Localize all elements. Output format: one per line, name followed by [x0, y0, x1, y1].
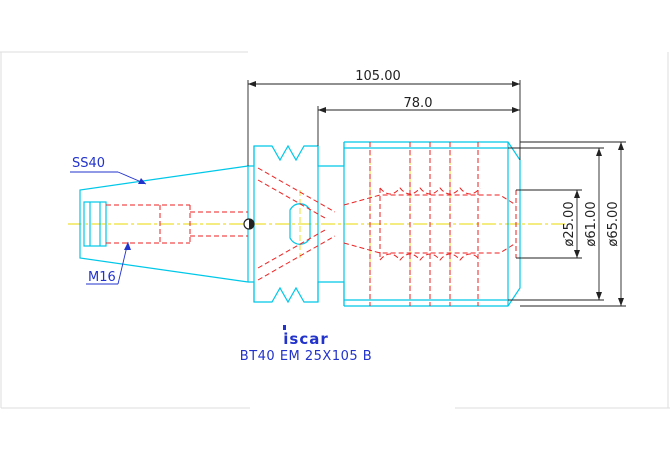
- taper-callout-label: SS40: [72, 156, 105, 171]
- holder-body: [343, 141, 521, 307]
- thread-callout-label: M16: [88, 270, 116, 285]
- dimension-arrows: [248, 81, 624, 306]
- brand-logo: iscar: [283, 325, 328, 348]
- tool-caption: BT40 EM 25X105 B: [240, 349, 372, 364]
- flange: [248, 142, 345, 306]
- dim-body-length: 78.0: [404, 96, 433, 111]
- dim-bore-diameter: ø25.00: [562, 201, 577, 246]
- contact-point-icon: [243, 218, 255, 230]
- vertical-centerlines: [299, 150, 451, 300]
- frame-lines: [0, 51, 670, 409]
- thread-callout: M16: [86, 241, 131, 285]
- dimension-lines: [247, 80, 626, 307]
- taper-callout: SS40: [70, 156, 147, 185]
- brand-logo-text: iscar: [283, 330, 328, 348]
- dim-flange-diameter: ø65.00: [606, 201, 621, 246]
- hidden-lines: [106, 142, 517, 306]
- dim-overall-length: 105.00: [355, 69, 401, 84]
- dim-body-diameter: ø61.00: [584, 201, 599, 246]
